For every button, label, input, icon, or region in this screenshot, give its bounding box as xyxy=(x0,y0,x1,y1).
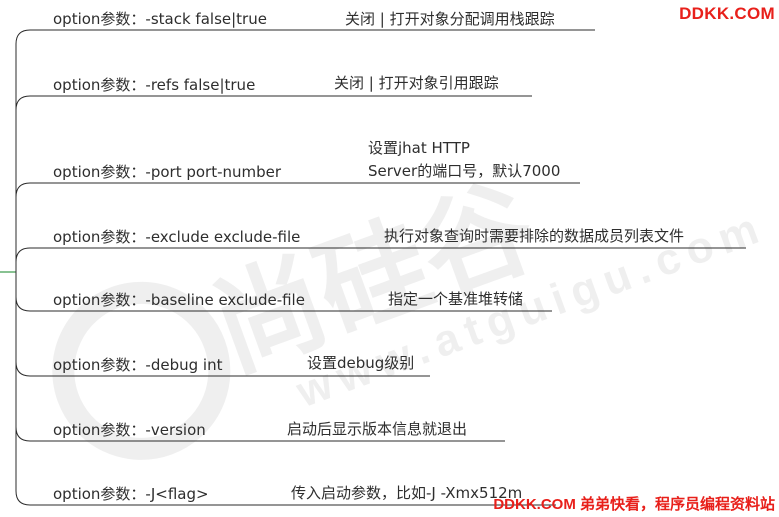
option-description: 执行对象查询时需要排除的数据成员列表文件 xyxy=(384,227,685,245)
option-label: option参数：-version xyxy=(53,421,206,439)
option-label: option参数：-J<flag> xyxy=(53,485,209,503)
option-label: option参数：-exclude exclude-file xyxy=(53,228,301,246)
option-label: option参数：-port port-number xyxy=(53,163,282,181)
branch-line xyxy=(15,29,595,272)
option-description: 传入启动参数，比如-J -Xmx512m xyxy=(291,484,523,502)
option-label: option参数：-baseline exclude-file xyxy=(53,291,305,309)
branch-line xyxy=(15,247,746,272)
option-description: Server的端口号，默认7000 xyxy=(368,162,561,180)
option-description: 关闭 | 打开对象分配调用栈跟踪 xyxy=(345,10,555,28)
option-description: 指定一个基准堆转储 xyxy=(388,290,524,308)
branch-line xyxy=(15,182,580,272)
footer-note: DDKK.COM 弟弟快看，程序员编程资料站 xyxy=(493,496,775,513)
branch-line xyxy=(15,272,556,506)
option-description: 关闭 | 打开对象引用跟踪 xyxy=(334,74,499,92)
option-label: option参数：-stack false|true xyxy=(53,10,267,28)
option-label: option参数：-debug int xyxy=(53,356,223,374)
option-label: option参数：-refs false|true xyxy=(53,76,256,94)
site-badge: DDKK.COM xyxy=(679,4,775,23)
option-description: 设置jhat HTTP xyxy=(368,139,470,157)
branch-line xyxy=(15,95,532,272)
option-description: 启动后显示版本信息就退出 xyxy=(287,420,468,438)
option-description: 设置debug级别 xyxy=(307,354,415,372)
